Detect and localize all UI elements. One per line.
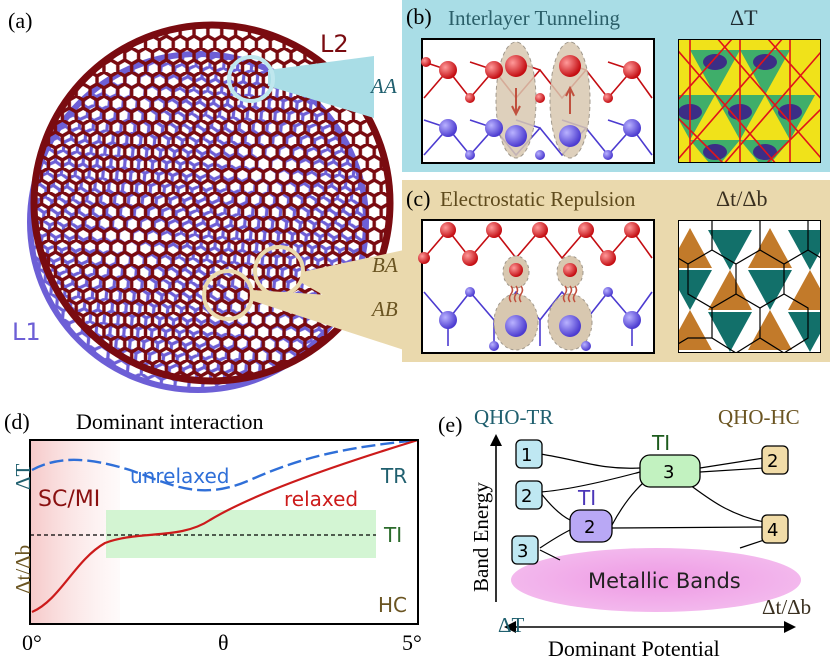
- panel-c-title: Electrostatic Repulsion: [440, 187, 636, 211]
- qho-hc-level-4: 4: [761, 514, 789, 544]
- unrelaxed-label: unrelaxed: [130, 464, 229, 488]
- arrow-up-icon: [565, 85, 575, 114]
- right-arrow-icon: [784, 621, 796, 633]
- panel-d-frame: [29, 439, 419, 625]
- layer2-lattice: [30, 21, 394, 385]
- ti-band: [106, 510, 376, 558]
- qho-hc-level-2: 2: [761, 445, 789, 475]
- x-mid-label: θ: [218, 630, 229, 655]
- panel-d-title: Dominant interaction: [76, 409, 264, 434]
- left-arrow-icon: [504, 621, 516, 633]
- aa-callout-wedge: [268, 56, 374, 118]
- delta-t-b-map: [678, 220, 821, 353]
- x-start-label: 0°: [22, 630, 42, 655]
- repulsion-wave-icon: [508, 285, 578, 303]
- qho-tr-level-1: 1: [515, 439, 543, 469]
- relaxed-label: relaxed: [284, 487, 358, 511]
- qho-tr-header: QHO-TR: [474, 405, 553, 429]
- hc-label: HC: [378, 593, 407, 617]
- aa-label: AA: [369, 74, 397, 98]
- panel-a: (a) L2 L1 AA BA AB: [8, 8, 404, 393]
- svg-text:1: 1: [521, 445, 532, 466]
- potential-right-label: Δt/Δb: [762, 595, 811, 619]
- panel-e-label: (e): [438, 412, 462, 437]
- panel-c: (c) Electrostatic Repulsion Δt/Δb: [402, 180, 830, 362]
- ti-level-2: 2: [569, 509, 613, 543]
- relaxed-curve: [31, 438, 419, 614]
- metallic-bands-label: Metallic Bands: [588, 569, 741, 593]
- panel-b-label: (b): [406, 4, 432, 29]
- ti-mid-label: TI: [577, 486, 596, 510]
- metallic-bands-region: [511, 548, 801, 612]
- ti-label: TI: [383, 523, 402, 547]
- sc-mi-label: SC/MI: [38, 487, 100, 512]
- unrelaxed-curve: [31, 438, 419, 492]
- arrow-down-icon: [511, 88, 521, 117]
- ab-region-circle: [202, 269, 254, 321]
- panel-b: (b) Interlayer Tunneling ΔT: [402, 0, 830, 172]
- svg-text:2: 2: [767, 451, 778, 472]
- qho-hc-header: QHO-HC: [718, 405, 800, 429]
- ba-region-circle: [253, 245, 305, 297]
- panel-b-title: Interlayer Tunneling: [448, 6, 621, 30]
- y-top-label: ΔT: [11, 463, 35, 490]
- qho-tr-level-3: 3: [511, 535, 539, 565]
- panel-a-label: (a): [8, 8, 32, 33]
- energy-axis-arrow-icon: [490, 434, 502, 446]
- svg-text:4: 4: [767, 520, 778, 541]
- panel-c-map-label: Δt/Δb: [716, 186, 768, 211]
- layer2-label: L2: [320, 30, 349, 58]
- y-bottom-label: Δt/Δb: [11, 545, 35, 594]
- energy-axis-label: Band Energy: [469, 482, 493, 592]
- svg-text:3: 3: [517, 541, 528, 562]
- x-end-label: 5°: [402, 630, 422, 655]
- ab-label: AB: [370, 297, 398, 321]
- potential-left-label: ΔT: [498, 613, 525, 637]
- panel-b-map-label: ΔT: [730, 5, 758, 30]
- panel-e: (e) QHO-TR QHO-HC Band Energy Metallic B…: [438, 405, 811, 661]
- panel-d: (d) Dominant interaction ΔT Δt/Δb SC/MI …: [4, 409, 422, 655]
- ab-callout-wedge: [250, 290, 404, 350]
- svg-text:2: 2: [521, 486, 532, 507]
- svg-text:3: 3: [663, 462, 674, 483]
- sc-mi-region: [30, 440, 120, 624]
- tr-label: TR: [380, 464, 407, 488]
- potential-axis-label: Dominant Potential: [548, 636, 720, 661]
- ba-label: BA: [372, 253, 398, 277]
- tunneling-lattice-diagram: [421, 38, 655, 164]
- ti-level-3: 3: [639, 454, 701, 488]
- svg-text:2: 2: [584, 517, 595, 538]
- delta-t-map: [678, 39, 821, 163]
- aa-region-circle: [227, 55, 275, 103]
- panel-d-label: (d): [4, 409, 30, 434]
- layer1-label: L1: [12, 318, 41, 346]
- qho-tr-level-2: 2: [515, 480, 543, 510]
- ti-top-label: TI: [651, 431, 670, 455]
- panel-c-label: (c): [406, 186, 430, 211]
- repulsion-lattice-diagram: [418, 219, 655, 354]
